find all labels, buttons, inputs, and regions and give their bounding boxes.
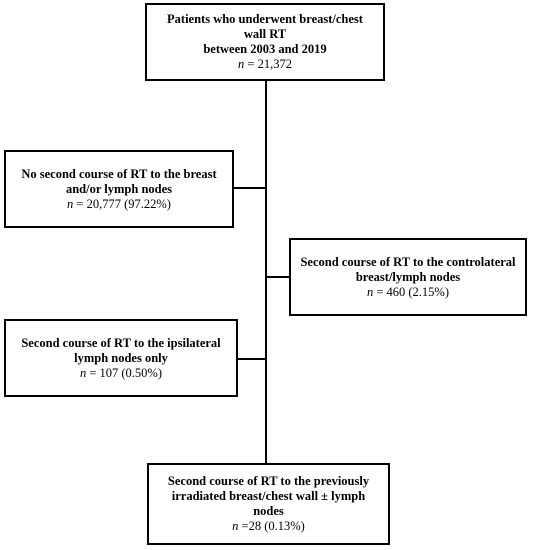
box-ipsilateral-count: n = 107 (0.50%)	[80, 366, 162, 381]
n-symbol: n	[366, 284, 374, 299]
box-no-second-title-line-1: No second course of RT to the breast	[21, 166, 217, 181]
box-previous-title-line-3: nodes	[253, 504, 284, 518]
box-no-second-count-value: = 20,777 (97.22%)	[73, 196, 171, 211]
box-contralateral-title-line-1: Second course of RT to the controlateral	[300, 254, 516, 269]
box-previous-title-line-1: Second course of RT to the previously	[167, 474, 370, 488]
box-no-second-title-line-2: and/or lymph nodes	[65, 181, 173, 196]
box-no-second-course: No second course of RT to the breast and…	[4, 150, 234, 228]
branch-connector-contralateral	[265, 276, 290, 278]
box-contralateral-count-value: = 460 (2.15%)	[373, 284, 450, 299]
box-previously-irradiated: Second course of RT to the previously ir…	[147, 463, 390, 545]
box-contralateral: Second course of RT to the controlateral…	[289, 238, 527, 316]
box-ipsilateral-title-line-2: lymph nodes only	[74, 350, 168, 365]
branch-connector-ipsilateral-nodes	[236, 358, 267, 360]
box-total-patients: Patients who underwent breast/chest wall…	[145, 3, 385, 81]
box-contralateral-count: n = 460 (2.15%)	[367, 285, 449, 300]
branch-connector-no-second-course	[232, 187, 267, 189]
n-symbol: n	[232, 519, 239, 533]
box-previous-count: n =28 (0.13%)	[232, 519, 305, 534]
box-no-second-count: n = 20,777 (97.22%)	[67, 197, 171, 212]
n-symbol: n	[67, 196, 74, 211]
box-total-title-line-2: wall RT	[243, 27, 287, 41]
box-total-title-line-3: between 2003 and 2019	[203, 42, 327, 56]
box-ipsilateral-count-value: = 107 (0.50%)	[86, 365, 163, 380]
box-contralateral-title-line-2: breast/lymph nodes	[355, 269, 461, 284]
box-ipsilateral-nodes: Second course of RT to the ipsilateral l…	[4, 319, 238, 397]
box-previous-title-line-2: irradiated breast/chest wall ± lymph	[171, 489, 366, 503]
n-symbol: n	[238, 57, 245, 71]
box-total-count-value: = 21,372	[244, 57, 292, 71]
trunk-connector-line	[265, 80, 267, 465]
n-symbol: n	[79, 365, 87, 380]
box-total-count: n = 21,372	[238, 57, 292, 72]
box-total-title-line-1: Patients who underwent breast/chest	[167, 12, 363, 26]
box-previous-count-value: =28 (0.13%)	[238, 519, 305, 533]
box-ipsilateral-title-line-1: Second course of RT to the ipsilateral	[21, 335, 221, 350]
